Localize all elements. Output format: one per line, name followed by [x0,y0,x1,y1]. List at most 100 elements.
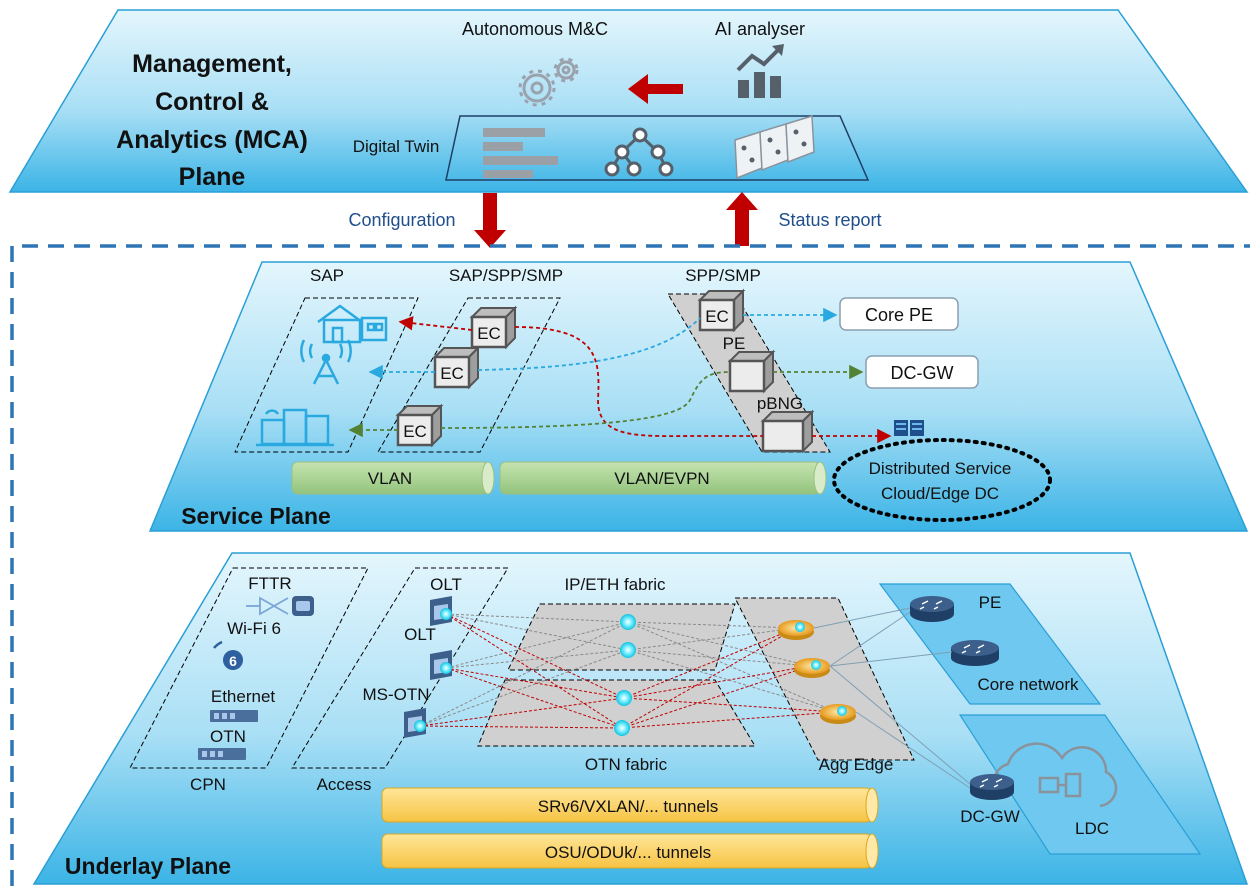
ip-fabric-node-1 [620,614,636,630]
olt-label-1: OLT [430,575,462,594]
digital-twin-box: Digital Twin [353,115,870,181]
fabric-nodes [614,614,636,736]
cloud-icon [992,742,1118,808]
otn-fabric-node-1 [616,690,632,706]
otn-device-icon [198,748,246,760]
tree-icon [604,127,674,177]
ec-box-2: EC [432,345,481,390]
ip-fabric-node-2 [620,642,636,658]
ont-icon [292,596,314,616]
vlan-label: VLAN [368,469,412,488]
server-rack-icon [894,420,924,436]
ldc-label: LDC [1075,819,1109,838]
bar-chart-trend-icon [736,44,784,98]
cpn-region [129,567,369,769]
underlay-plane: Underlay Plane FTTR Wi-Fi 6 6 Ethernet O… [32,552,1249,885]
vlan-tunnel: VLAN [291,461,495,495]
status-report-label: Status report [778,210,881,230]
ec-box-spp: EC [697,288,746,333]
agg-edge-label: Agg Edge [819,755,894,774]
ec-label-2: EC [440,364,464,383]
access-label: Access [317,775,372,794]
ethernet-device-icon [210,710,258,722]
mca-title-line4: Plane [179,163,246,191]
service-pe-label: PE [723,334,746,353]
configuration-arrow [474,193,506,248]
cpn-label: CPN [190,775,226,794]
ip-eth-fabric-region [507,603,736,671]
core-pe-box: Core PE [839,297,959,331]
topology-cards-icon [734,115,815,180]
olt-label-2: OLT [404,625,436,644]
underlay-pe-label: PE [979,593,1002,612]
olt-icon [404,596,452,738]
access-region [291,567,509,769]
agg-core-links [813,607,971,789]
ldc-dcgw-router [970,774,1014,800]
underlay-dcgw-label: DC-GW [960,807,1019,826]
pbng-box [760,409,815,454]
agg-edge-region [734,597,915,761]
autonomous-label: Autonomous M&C [462,19,608,39]
flow-green-mid [440,371,731,429]
cell-tower-icon [300,339,352,385]
spp-smp-label: SPP/SMP [685,266,761,285]
pe-box [727,349,776,394]
sap-spp-smp-label: SAP/SPP/SMP [449,266,563,285]
otn-fabric-label: OTN fabric [585,755,668,774]
enterprise-building-icon [256,408,334,447]
home-icon [317,304,388,344]
configuration-label: Configuration [348,210,455,230]
msotn-label: MS-OTN [362,685,429,704]
mesh-links [419,613,837,729]
pbng-label: pBNG [757,394,803,413]
mca-title-line2: Control & [155,88,269,116]
tunnel2-label: OSU/ODUk/... tunnels [545,843,711,862]
status-report-arrow [726,192,758,246]
digital-twin-label: Digital Twin [353,137,440,156]
wifi6-icon: 6 [213,640,243,670]
vlan-evpn-label: VLAN/EVPN [614,469,709,488]
sap-label: SAP [310,266,344,285]
wifi6-label: Wi-Fi 6 [227,619,281,638]
dc-line1: Distributed Service [869,459,1012,478]
distributed-dc-ellipse [832,438,1052,522]
list-bars-icon [483,128,558,178]
mca-title-line1: Management, [132,50,292,78]
core-router-2 [951,640,999,666]
ec-box-3: EC [395,403,444,448]
fttr-label: FTTR [248,574,291,593]
otn-fabric-node-2 [614,720,630,736]
ec-label-1: EC [477,324,501,343]
core-router-1 [910,596,954,622]
flow-blue-mid [477,317,701,371]
sap-region [234,297,419,453]
service-plane-title: Service Plane [181,503,331,529]
flow-red-mid [514,326,763,438]
svg-text:6: 6 [229,653,237,669]
vlan-evpn-tunnel: VLAN/EVPN [499,461,827,495]
core-network-label: Core network [977,675,1079,694]
service-plane: Service Plane SAP SAP/SPP/SMP SPP/SMP [148,261,1249,532]
ethernet-label: Ethernet [211,687,276,706]
ai-analyser-label: AI analyser [715,19,805,39]
ec-box-1: EC [469,305,518,350]
srv6-tunnel: SRv6/VXLAN/... tunnels [381,787,879,823]
ip-fabric-label: IP/ETH fabric [564,575,666,594]
mca-plane: Management, Control & Analytics (MCA) Pl… [8,9,1249,193]
gears-icon [518,57,579,107]
ec-label-spp: EC [705,307,729,326]
service-dcgw-box: DC-GW [865,355,979,389]
tunnel1-label: SRv6/VXLAN/... tunnels [538,797,718,816]
sap-spp-smp-region [377,297,561,453]
ec-label-3: EC [403,422,427,441]
service-dcgw-label: DC-GW [891,363,954,383]
network-boundary [10,244,1250,886]
otn-fabric-region [477,679,756,747]
otn-label: OTN [210,727,246,746]
flow-red-home [398,316,473,331]
splitter-icon [246,596,289,616]
osu-tunnel: OSU/ODUk/... tunnels [381,833,879,869]
router-icon [778,620,856,724]
